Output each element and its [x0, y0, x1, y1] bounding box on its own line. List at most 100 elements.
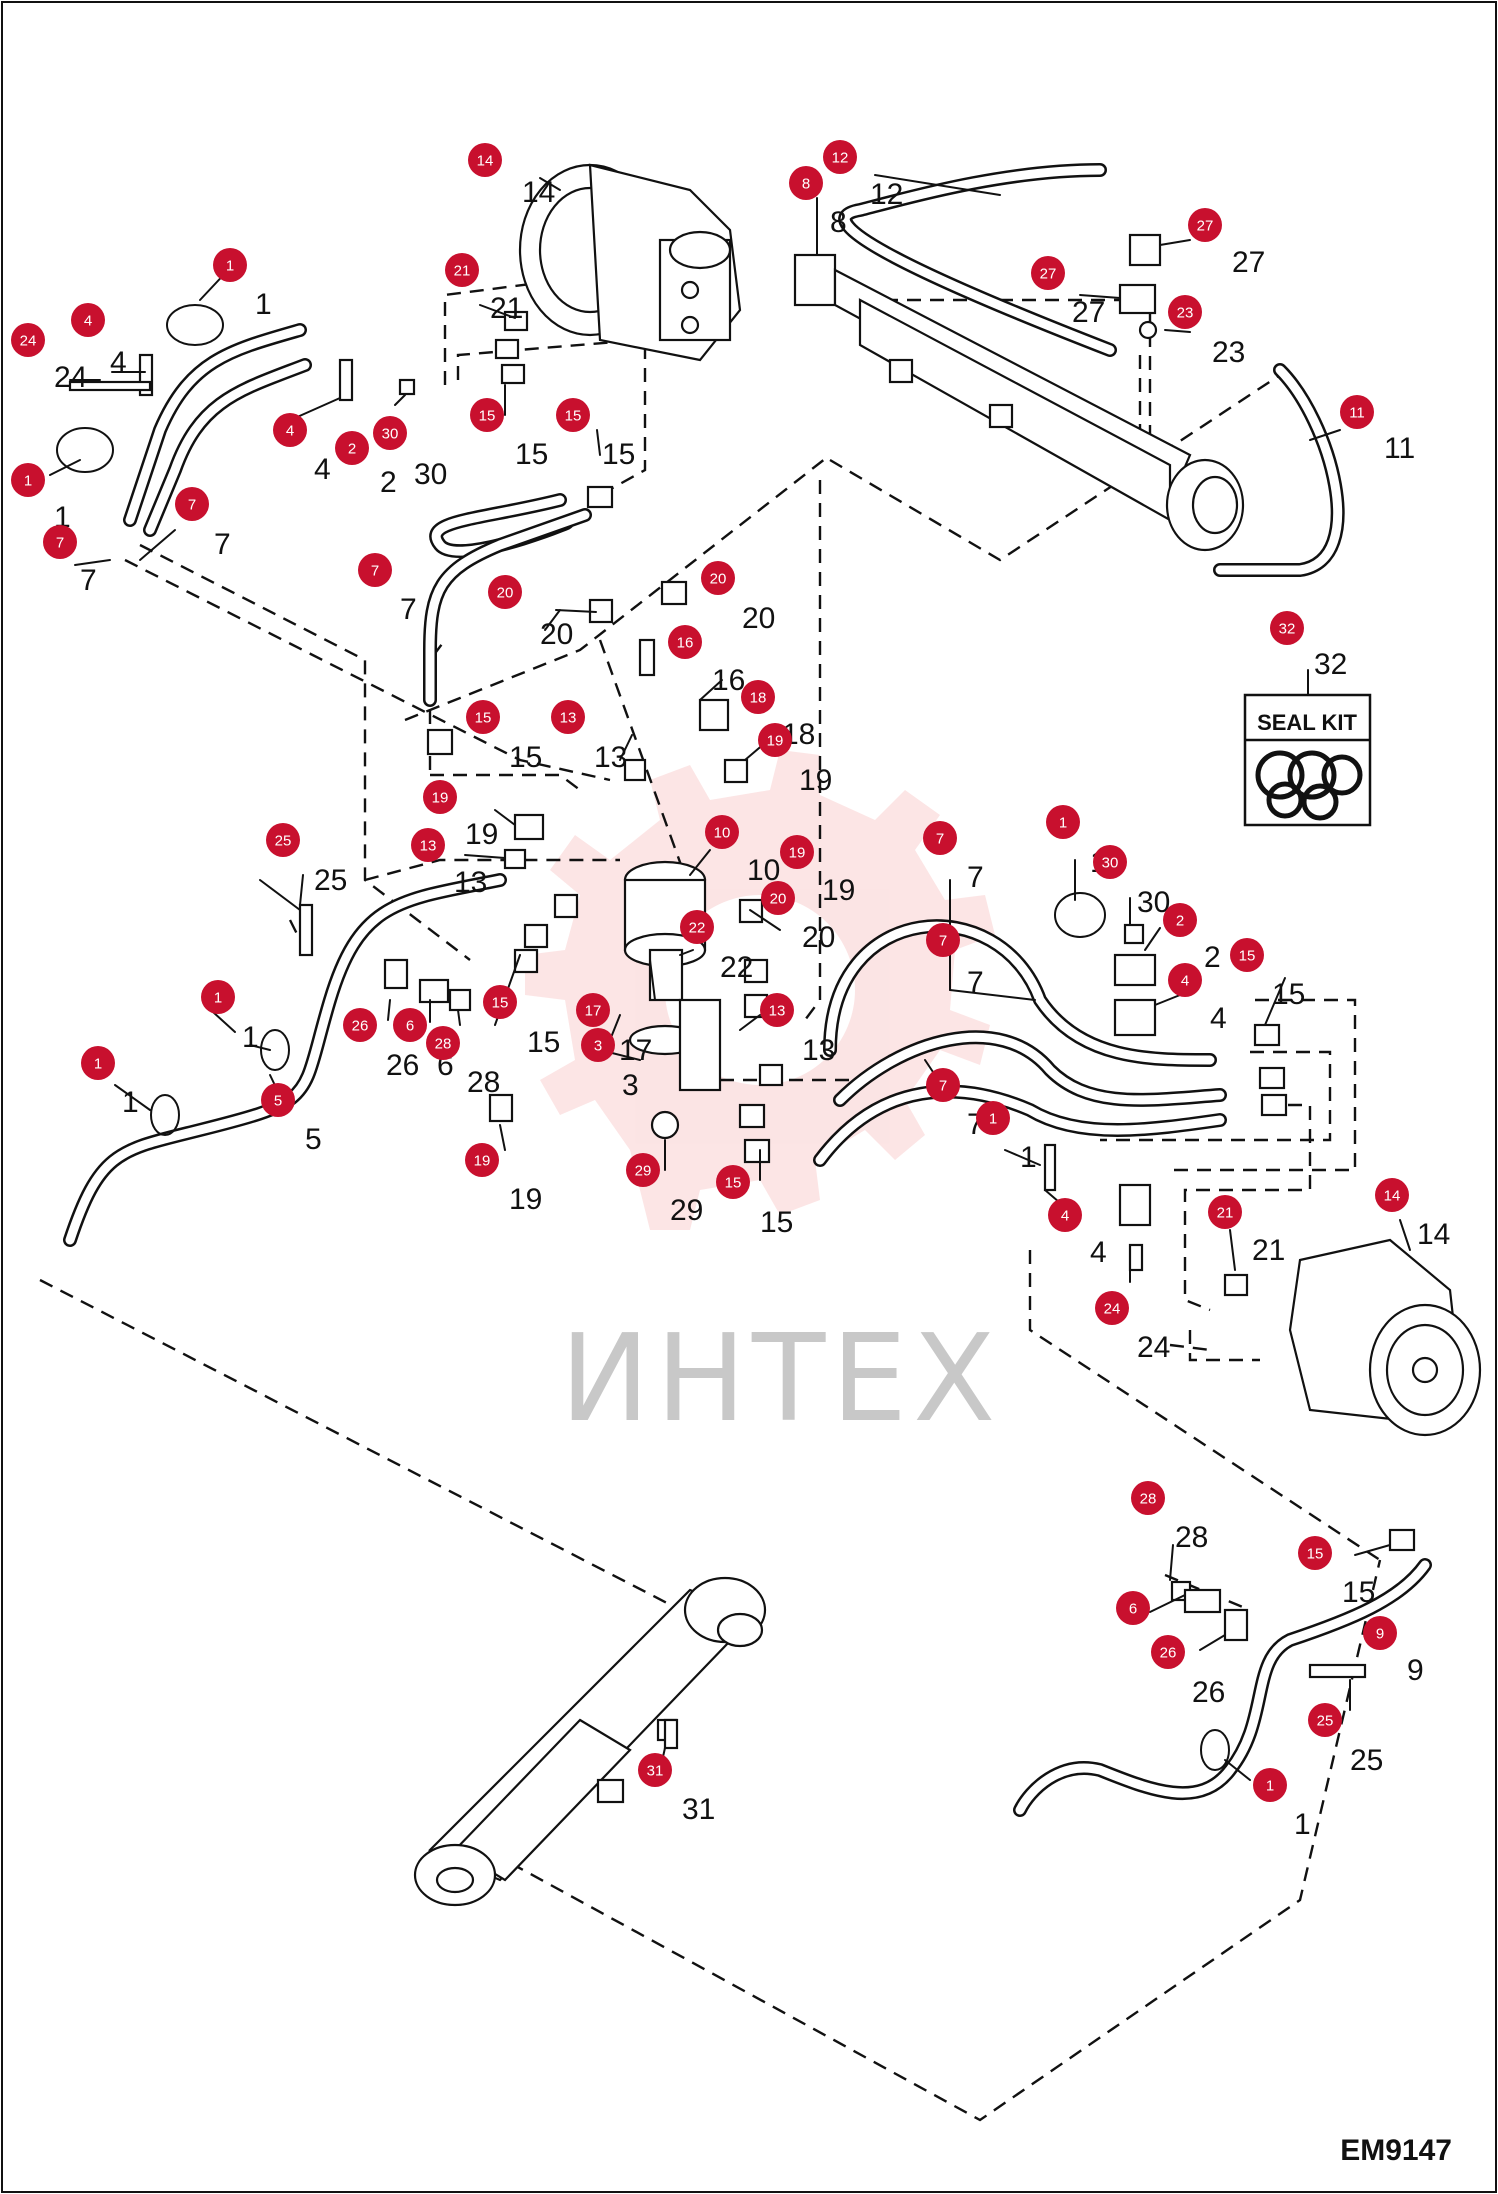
- part-number-c-15f: 15: [760, 1206, 793, 1239]
- svg-text:7: 7: [188, 497, 196, 514]
- callout-badge-c-15e: 15: [483, 985, 517, 1019]
- svg-text:15: 15: [1307, 1546, 1324, 1563]
- svg-text:31: 31: [647, 1763, 664, 1780]
- svg-text:4: 4: [286, 423, 294, 440]
- svg-text:1: 1: [24, 473, 32, 490]
- part-number-c-15a: 15: [515, 438, 548, 471]
- callout-badge-c-19b: 19: [423, 780, 457, 814]
- callout-badge-c-27a: 27: [1188, 208, 1222, 242]
- svg-text:24: 24: [20, 333, 37, 350]
- part-number-c-25b: 25: [1350, 1744, 1383, 1777]
- callout-badge-c-1d: 1: [201, 980, 235, 1014]
- part-number-c-4a: 4: [110, 346, 127, 379]
- part-number-c-27a: 27: [1232, 246, 1265, 279]
- svg-text:13: 13: [560, 710, 577, 727]
- part-number-c-29: 29: [670, 1194, 703, 1227]
- svg-text:13: 13: [769, 1003, 786, 1020]
- callout-badge-c-18: 18: [741, 680, 775, 714]
- part-number-c-1g: 1: [1294, 1808, 1311, 1841]
- callout-badge-c-11: 11: [1340, 395, 1374, 429]
- part-number-c-20c: 20: [802, 921, 835, 954]
- svg-text:5: 5: [274, 1093, 282, 1110]
- callout-badge-c-19d: 19: [465, 1143, 499, 1177]
- svg-text:27: 27: [1040, 266, 1057, 283]
- svg-text:15: 15: [479, 408, 496, 425]
- svg-text:20: 20: [497, 585, 514, 602]
- svg-text:11: 11: [1349, 405, 1365, 422]
- svg-text:1: 1: [94, 1056, 102, 1073]
- callout-badge-c-20c: 20: [761, 881, 795, 915]
- part-number-c-26a: 26: [386, 1049, 419, 1082]
- part-number-c-15g: 15: [1342, 1576, 1375, 1609]
- callout-badge-c-26b: 26: [1151, 1635, 1185, 1669]
- part-number-c-19a: 19: [799, 764, 832, 797]
- part-number-c-1e: 1: [122, 1086, 139, 1119]
- part-number-c-4c: 4: [1210, 1002, 1227, 1035]
- svg-text:7: 7: [939, 1078, 947, 1095]
- part-number-c-28b: 28: [1175, 1521, 1208, 1554]
- svg-text:8: 8: [802, 176, 810, 193]
- callout-badge-c-6b: 6: [1116, 1591, 1150, 1625]
- part-number-c-7b: 7: [80, 564, 97, 597]
- callout-badge-c-19a: 19: [758, 723, 792, 757]
- svg-text:12: 12: [832, 150, 849, 167]
- callout-badge-c-4a: 4: [71, 303, 105, 337]
- callout-badge-c-7b: 7: [43, 525, 77, 559]
- callout-badge-c-4c: 4: [1168, 963, 1202, 997]
- svg-text:30: 30: [1102, 855, 1119, 872]
- part-number-c-24b: 24: [1137, 1331, 1170, 1364]
- callout-badge-c-31: 31: [638, 1753, 672, 1787]
- svg-text:15: 15: [565, 408, 582, 425]
- svg-text:24: 24: [1104, 1301, 1121, 1318]
- part-number-c-27b: 27: [1072, 296, 1105, 329]
- callout-badge-c-15d: 15: [1230, 938, 1264, 972]
- svg-text:9: 9: [1376, 1626, 1384, 1643]
- svg-text:1: 1: [1059, 815, 1067, 832]
- svg-text:25: 25: [275, 833, 292, 850]
- part-number-c-1a: 1: [255, 288, 272, 321]
- part-number-c-19d: 19: [509, 1183, 542, 1216]
- callout-badge-c-20a: 20: [488, 575, 522, 609]
- hose-clamps: [56, 304, 1230, 1771]
- part-number-c-7a: 7: [214, 528, 231, 561]
- svg-text:14: 14: [1384, 1188, 1401, 1205]
- callout-badge-c-6a: 6: [393, 1008, 427, 1042]
- svg-text:15: 15: [492, 995, 509, 1012]
- svg-text:28: 28: [435, 1036, 452, 1053]
- svg-text:26: 26: [352, 1018, 369, 1035]
- callout-badge-c-24a: 24: [11, 323, 45, 357]
- callout-badge-c-7f: 7: [926, 1068, 960, 1102]
- svg-text:10: 10: [714, 825, 731, 842]
- svg-text:6: 6: [1129, 1601, 1137, 1618]
- part-number-c-9: 9: [1407, 1654, 1424, 1687]
- svg-text:21: 21: [454, 263, 471, 280]
- watermark-text: ИНТЕХ: [560, 1310, 1001, 1449]
- callout-badge-c-4b: 4: [273, 413, 307, 447]
- callout-badge-c-14a: 14: [468, 143, 502, 177]
- part-number-c-19c: 19: [822, 874, 855, 907]
- svg-text:19: 19: [432, 790, 449, 807]
- part-number-c-32: 32: [1314, 648, 1347, 681]
- central-swivel-valve: [623, 860, 722, 1140]
- svg-text:6: 6: [406, 1018, 414, 1035]
- svg-text:1: 1: [989, 1111, 997, 1128]
- callout-badge-c-24b: 24: [1095, 1291, 1129, 1325]
- callout-badge-c-22: 22: [680, 910, 714, 944]
- part-number-c-13b: 13: [454, 866, 487, 899]
- hoses: [63, 163, 1432, 1817]
- part-number-c-15d: 15: [1272, 978, 1305, 1011]
- seal-kit-label: SEAL KIT: [1257, 710, 1357, 735]
- svg-text:19: 19: [474, 1153, 491, 1170]
- callout-badge-c-26a: 26: [343, 1008, 377, 1042]
- travel-motor-right: [1288, 1238, 1482, 1437]
- callout-badge-c-1b: 1: [11, 463, 45, 497]
- callout-badge-c-7e: 7: [926, 923, 960, 957]
- svg-text:20: 20: [770, 891, 787, 908]
- callout-badge-c-27b: 27: [1031, 256, 1065, 290]
- dashed-routing-lines: [39, 268, 1382, 2122]
- callout-badge-c-21b: 21: [1208, 1195, 1242, 1229]
- part-number-c-15b: 15: [602, 438, 635, 471]
- part-number-c-16: 16: [712, 664, 745, 697]
- callout-badge-c-1c: 1: [1046, 805, 1080, 839]
- callout-badge-c-30b: 30: [1093, 845, 1127, 879]
